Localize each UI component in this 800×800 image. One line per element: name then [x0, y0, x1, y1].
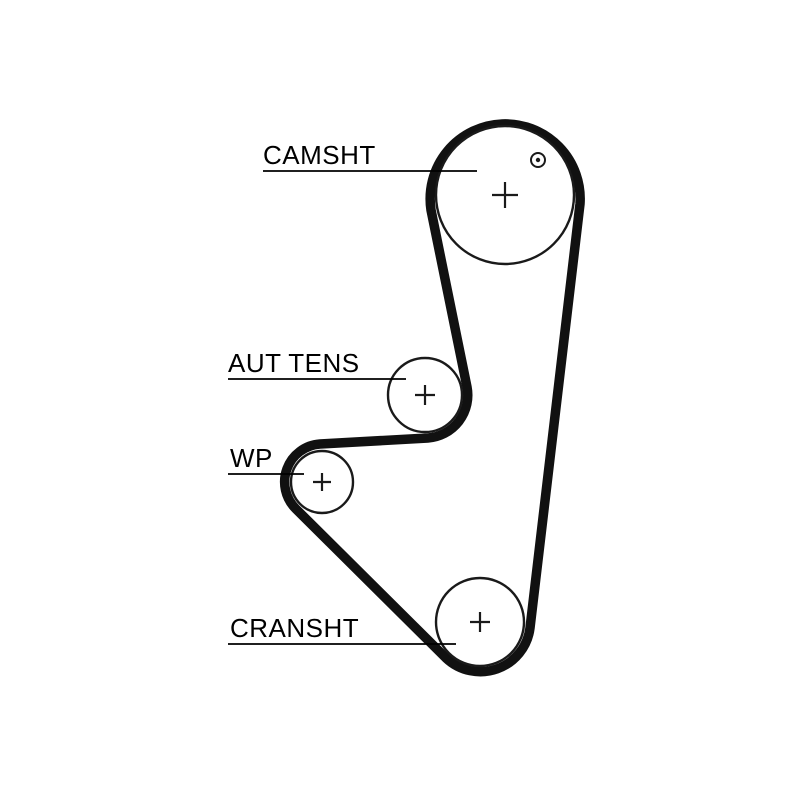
- camshaft-label: CAMSHT: [263, 140, 376, 170]
- crankshaft-pulley: [434, 576, 526, 668]
- crankshaft-label: CRANSHT: [230, 613, 359, 643]
- water-pump-pulley: [289, 449, 355, 515]
- tensioner-callout: AUT TENS: [228, 348, 406, 380]
- plus-marker-icon: [492, 182, 518, 208]
- tensioner-label: AUT TENS: [228, 348, 360, 378]
- crankshaft-callout: CRANSHT: [228, 613, 456, 645]
- water-pump-callout: WP: [228, 443, 304, 475]
- timing-belt: [279, 119, 585, 677]
- plus-marker-icon: [313, 473, 331, 491]
- tensioner-pulley: [386, 356, 464, 434]
- timing-dot-marker-icon: [530, 152, 546, 168]
- plus-marker-icon: [415, 385, 435, 405]
- camshaft-pulley: [434, 124, 576, 266]
- plus-marker-icon: [470, 612, 490, 632]
- water-pump-label: WP: [230, 443, 273, 473]
- camshaft-callout: CAMSHT: [263, 140, 477, 172]
